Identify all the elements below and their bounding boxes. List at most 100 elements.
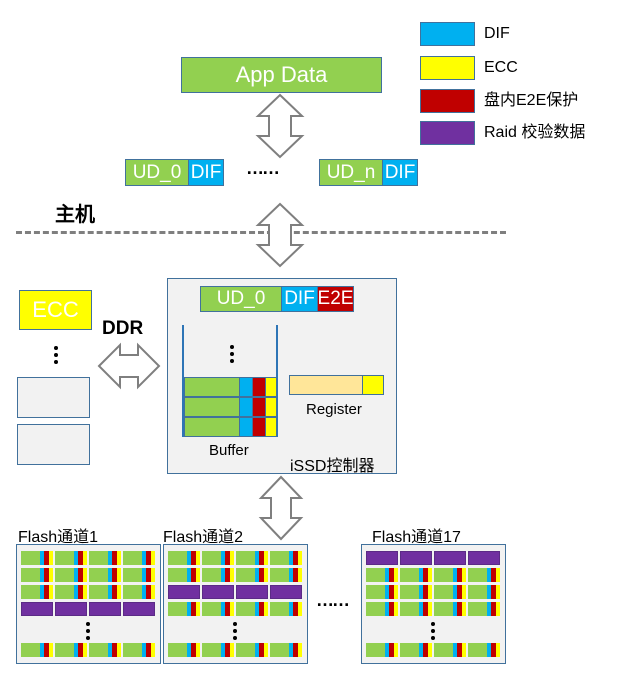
ecc-segment [196,551,200,565]
buffer-ecc-cell [265,417,277,437]
ecc-segment [49,551,53,565]
flash-page-cell [236,568,268,582]
raid-parity-cell [270,585,302,599]
legend-swatch-dif [420,22,475,46]
dif-segment [255,643,259,657]
flash-page-cell [400,602,432,616]
double-arrow-horizontal-icon [97,342,161,390]
dif-segment [385,585,389,599]
dif-segment [74,585,78,599]
ecc-segment [230,551,234,565]
register-label: Register [306,401,362,418]
e2e-segment [225,602,230,616]
ecc-segment [83,551,87,565]
ecc-segment [428,568,432,582]
flash-channel-label: Flash通道2 [163,529,244,546]
buffer-user-data-cell [184,397,240,417]
dif-segment [419,585,423,599]
e2e-segment [191,643,196,657]
flash-page-cell [434,602,466,616]
e2e-segment [78,643,83,657]
dif-segment [187,568,191,582]
user-data-segment [123,585,142,599]
ecc-segment [496,585,500,599]
ecc-segment [428,585,432,599]
host-label: 主机 [55,204,95,226]
flash-page-cell [468,602,500,616]
e2e-segment [423,568,428,582]
flash-page-cell [236,643,268,657]
dif-segment [187,551,191,565]
ecc-segment [230,643,234,657]
flash-page-cell [270,602,302,616]
raid-parity-cell [468,551,500,565]
user-data-segment [202,551,221,565]
vertical-ellipsis [85,622,91,643]
flash-page-cell [434,643,466,657]
ecc-segment [83,643,87,657]
legend-label-dif: DIF [484,25,510,42]
dif-segment [221,551,225,565]
ecc-segment [151,551,155,565]
ud-last-dif-block: DIF [382,159,418,186]
controller-dif-block: DIF [281,286,318,312]
vertical-ellipsis [53,346,59,367]
ecc-segment [462,568,466,582]
raid-parity-cell [400,551,432,565]
ecc-segment [49,568,53,582]
user-data-segment [89,585,108,599]
e2e-segment [191,568,196,582]
e2e-segment [491,585,496,599]
user-data-segment [89,551,108,565]
user-data-segment [468,585,487,599]
user-data-segment [55,585,74,599]
ecc-segment [394,602,398,616]
e2e-segment [225,551,230,565]
user-data-segment [202,602,221,616]
user-data-segment [168,551,187,565]
user-data-segment [434,602,453,616]
dif-segment [385,602,389,616]
flash-page-cell [202,568,234,582]
user-data-segment [21,551,40,565]
ecc-segment [462,585,466,599]
dif-segment [255,568,259,582]
ud-first-dif-block: DIF [188,159,224,186]
ecc-segment [496,602,500,616]
flash-page-cell [89,643,121,657]
dif-segment [108,568,112,582]
ecc-segment [117,585,121,599]
buffer-row [184,397,277,417]
e2e-segment [78,568,83,582]
flash-page-cell [236,602,268,616]
flash-page-cell [168,602,200,616]
user-data-segment [168,602,187,616]
ecc-segment [428,602,432,616]
flash-channel-panel [361,544,506,664]
e2e-segment [112,551,117,565]
legend-label-ecc: ECC [484,59,518,76]
user-data-segment [468,602,487,616]
flash-page-cell [168,568,200,582]
flash-page-cell [366,585,398,599]
ecc-segment [428,643,432,657]
vertical-ellipsis [430,622,436,643]
user-data-segment [168,568,187,582]
ecc-segment [230,602,234,616]
flash-page-cell [21,568,53,582]
e2e-segment [293,643,298,657]
user-data-segment [89,568,108,582]
buffer-dif-cell [239,377,253,397]
buffer-e2e-cell [252,377,266,397]
dif-segment [419,643,423,657]
ecc-segment [151,643,155,657]
flash-page-cell [468,568,500,582]
ecc-segment [117,643,121,657]
e2e-segment [112,568,117,582]
flash-page-cell [468,643,500,657]
ecc-segment [462,602,466,616]
buffer-ecc-cell [265,377,277,397]
host-ellipsis: …… [246,158,280,178]
dif-segment [221,602,225,616]
dif-segment [289,602,293,616]
